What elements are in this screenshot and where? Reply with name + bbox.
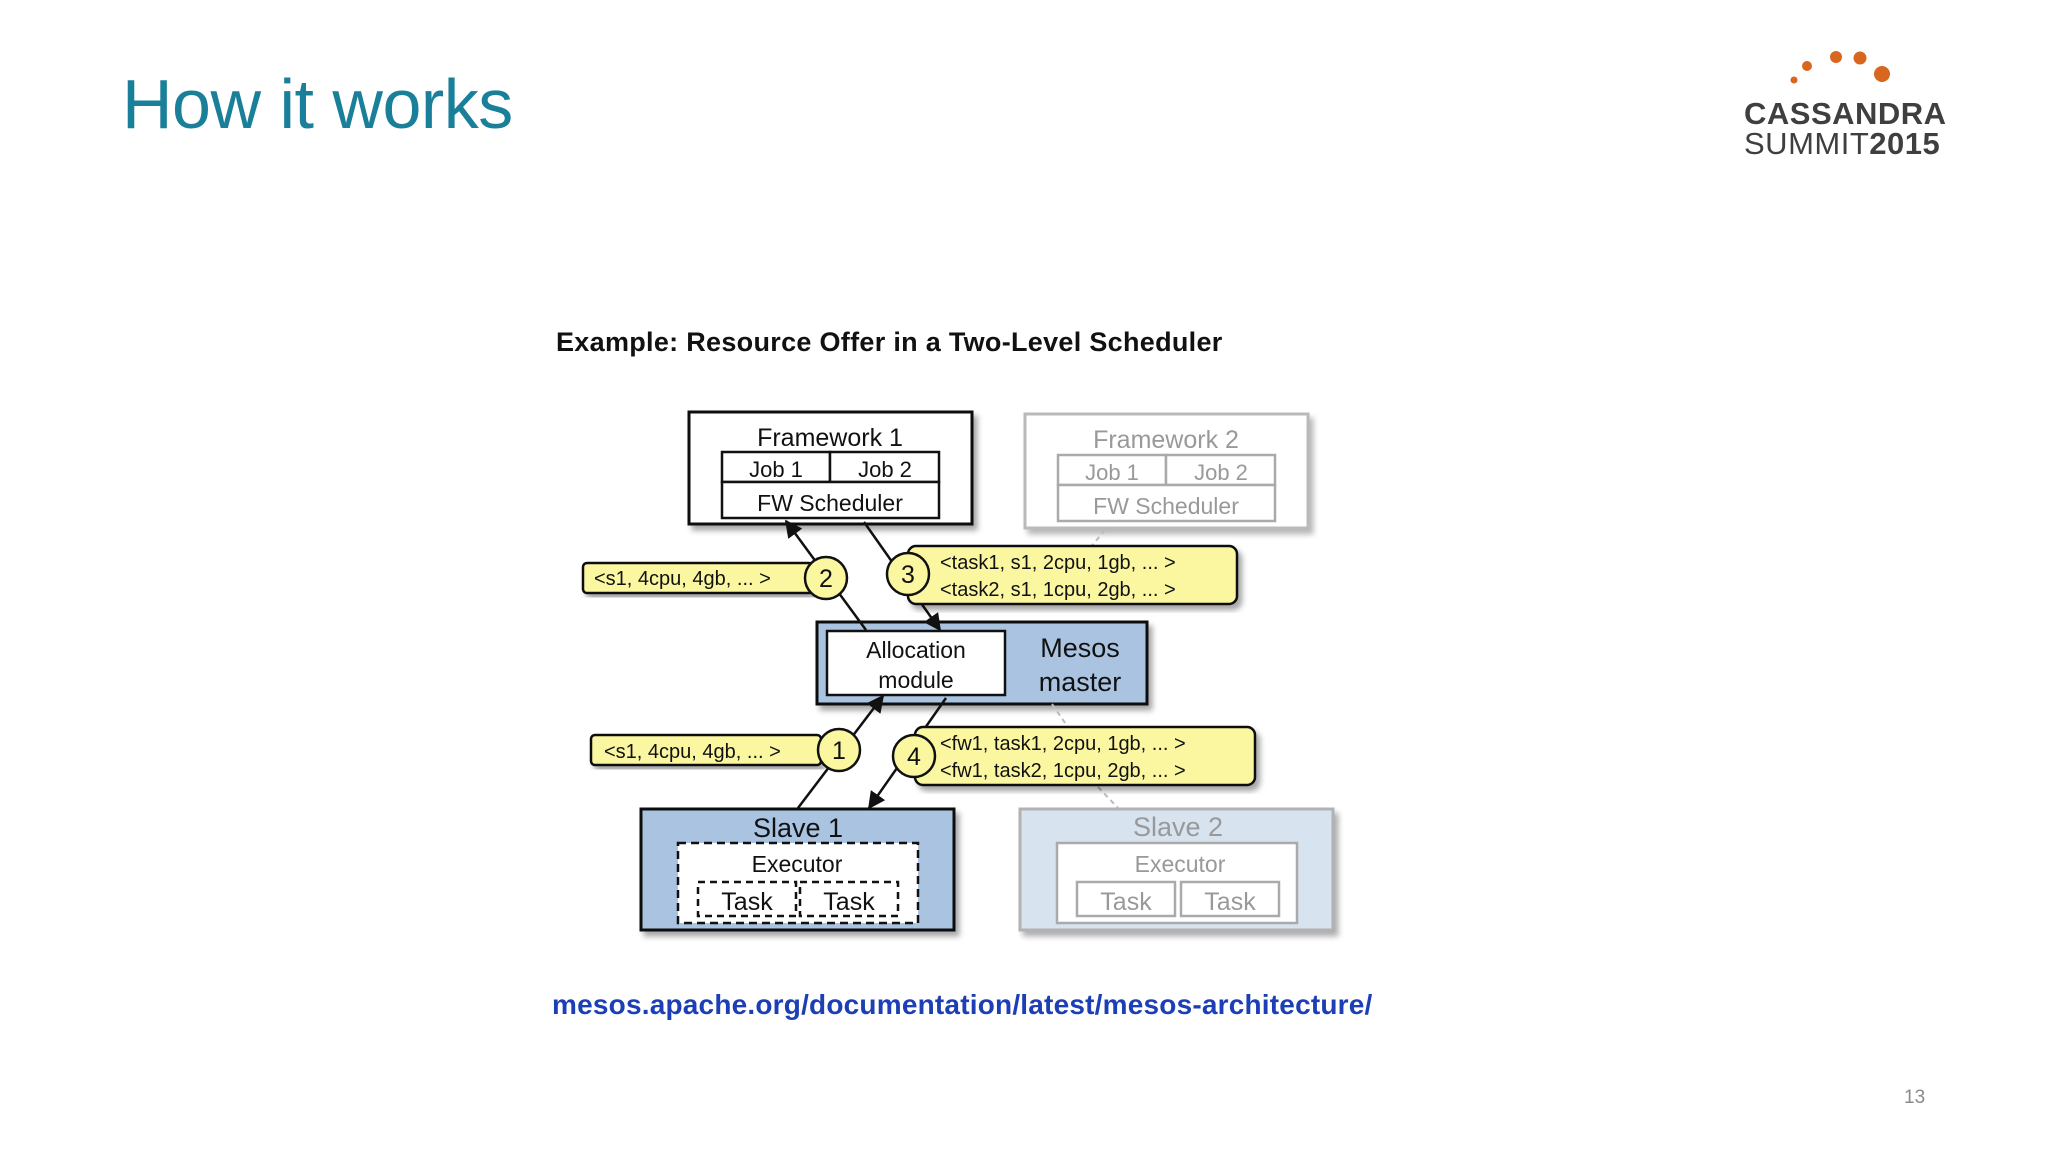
mesos-master-node: Allocation module Mesos master (815, 620, 1149, 706)
logo-dot (1802, 61, 1812, 71)
framework-2-scheduler: FW Scheduler (1093, 493, 1239, 519)
mesos-master-line1: Mesos (1040, 633, 1120, 663)
slave-2-node: Slave 2 Executor Task Task (1018, 807, 1335, 932)
callout-step4-line1: <fw1, task1, 2cpu, 1gb, ... > (940, 733, 1186, 755)
framework-2-job2: Job 2 (1194, 460, 1248, 485)
callout-step3-line2: <task2, s1, 1cpu, 2gb, ... > (940, 579, 1176, 601)
framework-2-job1: Job 1 (1085, 460, 1139, 485)
slave-1-task1: Task (721, 888, 773, 916)
slave-2-title: Slave 2 (1133, 812, 1223, 842)
framework-1-scheduler: FW Scheduler (757, 490, 903, 516)
mesos-master-line2: master (1039, 667, 1122, 697)
allocation-module-line2: module (878, 667, 953, 693)
logo-dot (1853, 51, 1867, 65)
slave-1-task2: Task (823, 888, 875, 916)
slave-1-title: Slave 1 (753, 813, 843, 843)
callout-step3-line1: <task1, s1, 2cpu, 1gb, ... > (940, 552, 1176, 574)
callout-step4: <fw1, task1, 2cpu, 1gb, ... > <fw1, task… (913, 725, 1257, 787)
framework-1-job2: Job 2 (858, 457, 912, 482)
cassandra-summit-logo (1790, 51, 1890, 84)
slave-1-node: Slave 1 Executor Task Task (639, 807, 956, 932)
framework-2-title: Framework 2 (1093, 426, 1239, 454)
logo-cassandra-text: CASSANDRA (1744, 96, 1947, 131)
logo-dot (1790, 76, 1798, 84)
framework-1-title: Framework 1 (757, 424, 903, 452)
step-2-badge: 2 (803, 555, 849, 601)
callout-step1: <s1, 4cpu, 4gb, ... > (589, 733, 823, 767)
logo-dot (1874, 66, 1890, 82)
logo-dot (1830, 51, 1842, 63)
logo-year: 2015 (1869, 126, 1941, 161)
slave-2-task1: Task (1100, 888, 1152, 916)
framework-2-node: Framework 2 Job 1 Job 2 FW Scheduler (1023, 412, 1310, 530)
framework-1-job1: Job 1 (749, 457, 803, 482)
callout-step2: <s1, 4cpu, 4gb, ... > (581, 561, 815, 595)
logo-summit-word: SUMMIT (1744, 126, 1870, 161)
step-3-number: 3 (901, 561, 915, 589)
step-4-badge: 4 (891, 733, 937, 779)
page-number: 13 (1904, 1087, 1926, 1108)
callout-step4-line2: <fw1, task2, 1cpu, 2gb, ... > (940, 760, 1186, 782)
slave-1-executor: Executor (752, 851, 843, 877)
step-4-number: 4 (907, 743, 921, 771)
allocation-module-line1: Allocation (866, 637, 966, 663)
step-1-number: 1 (832, 737, 846, 765)
slave-2-task2: Task (1204, 888, 1256, 916)
logo-summit-text: SUMMIT2015 (1744, 126, 1940, 162)
slave2-connector (1097, 786, 1119, 809)
diagram-title: Example: Resource Offer in a Two-Level S… (556, 327, 1223, 357)
step-3-badge: 3 (885, 551, 931, 597)
source-link[interactable]: mesos.apache.org/documentation/latest/me… (552, 989, 1373, 1020)
callout-step3: <task1, s1, 2cpu, 1gb, ... > <task2, s1,… (906, 544, 1239, 606)
callout-step1-text: <s1, 4cpu, 4gb, ... > (604, 741, 781, 763)
callout-step2-text: <s1, 4cpu, 4gb, ... > (594, 568, 771, 590)
slide-title: How it works (122, 65, 513, 143)
step-2-number: 2 (819, 565, 833, 593)
framework-1-node: Framework 1 Job 1 Job 2 FW Scheduler (687, 410, 974, 526)
slave-2-executor: Executor (1135, 851, 1226, 877)
step-1-badge: 1 (816, 727, 862, 773)
